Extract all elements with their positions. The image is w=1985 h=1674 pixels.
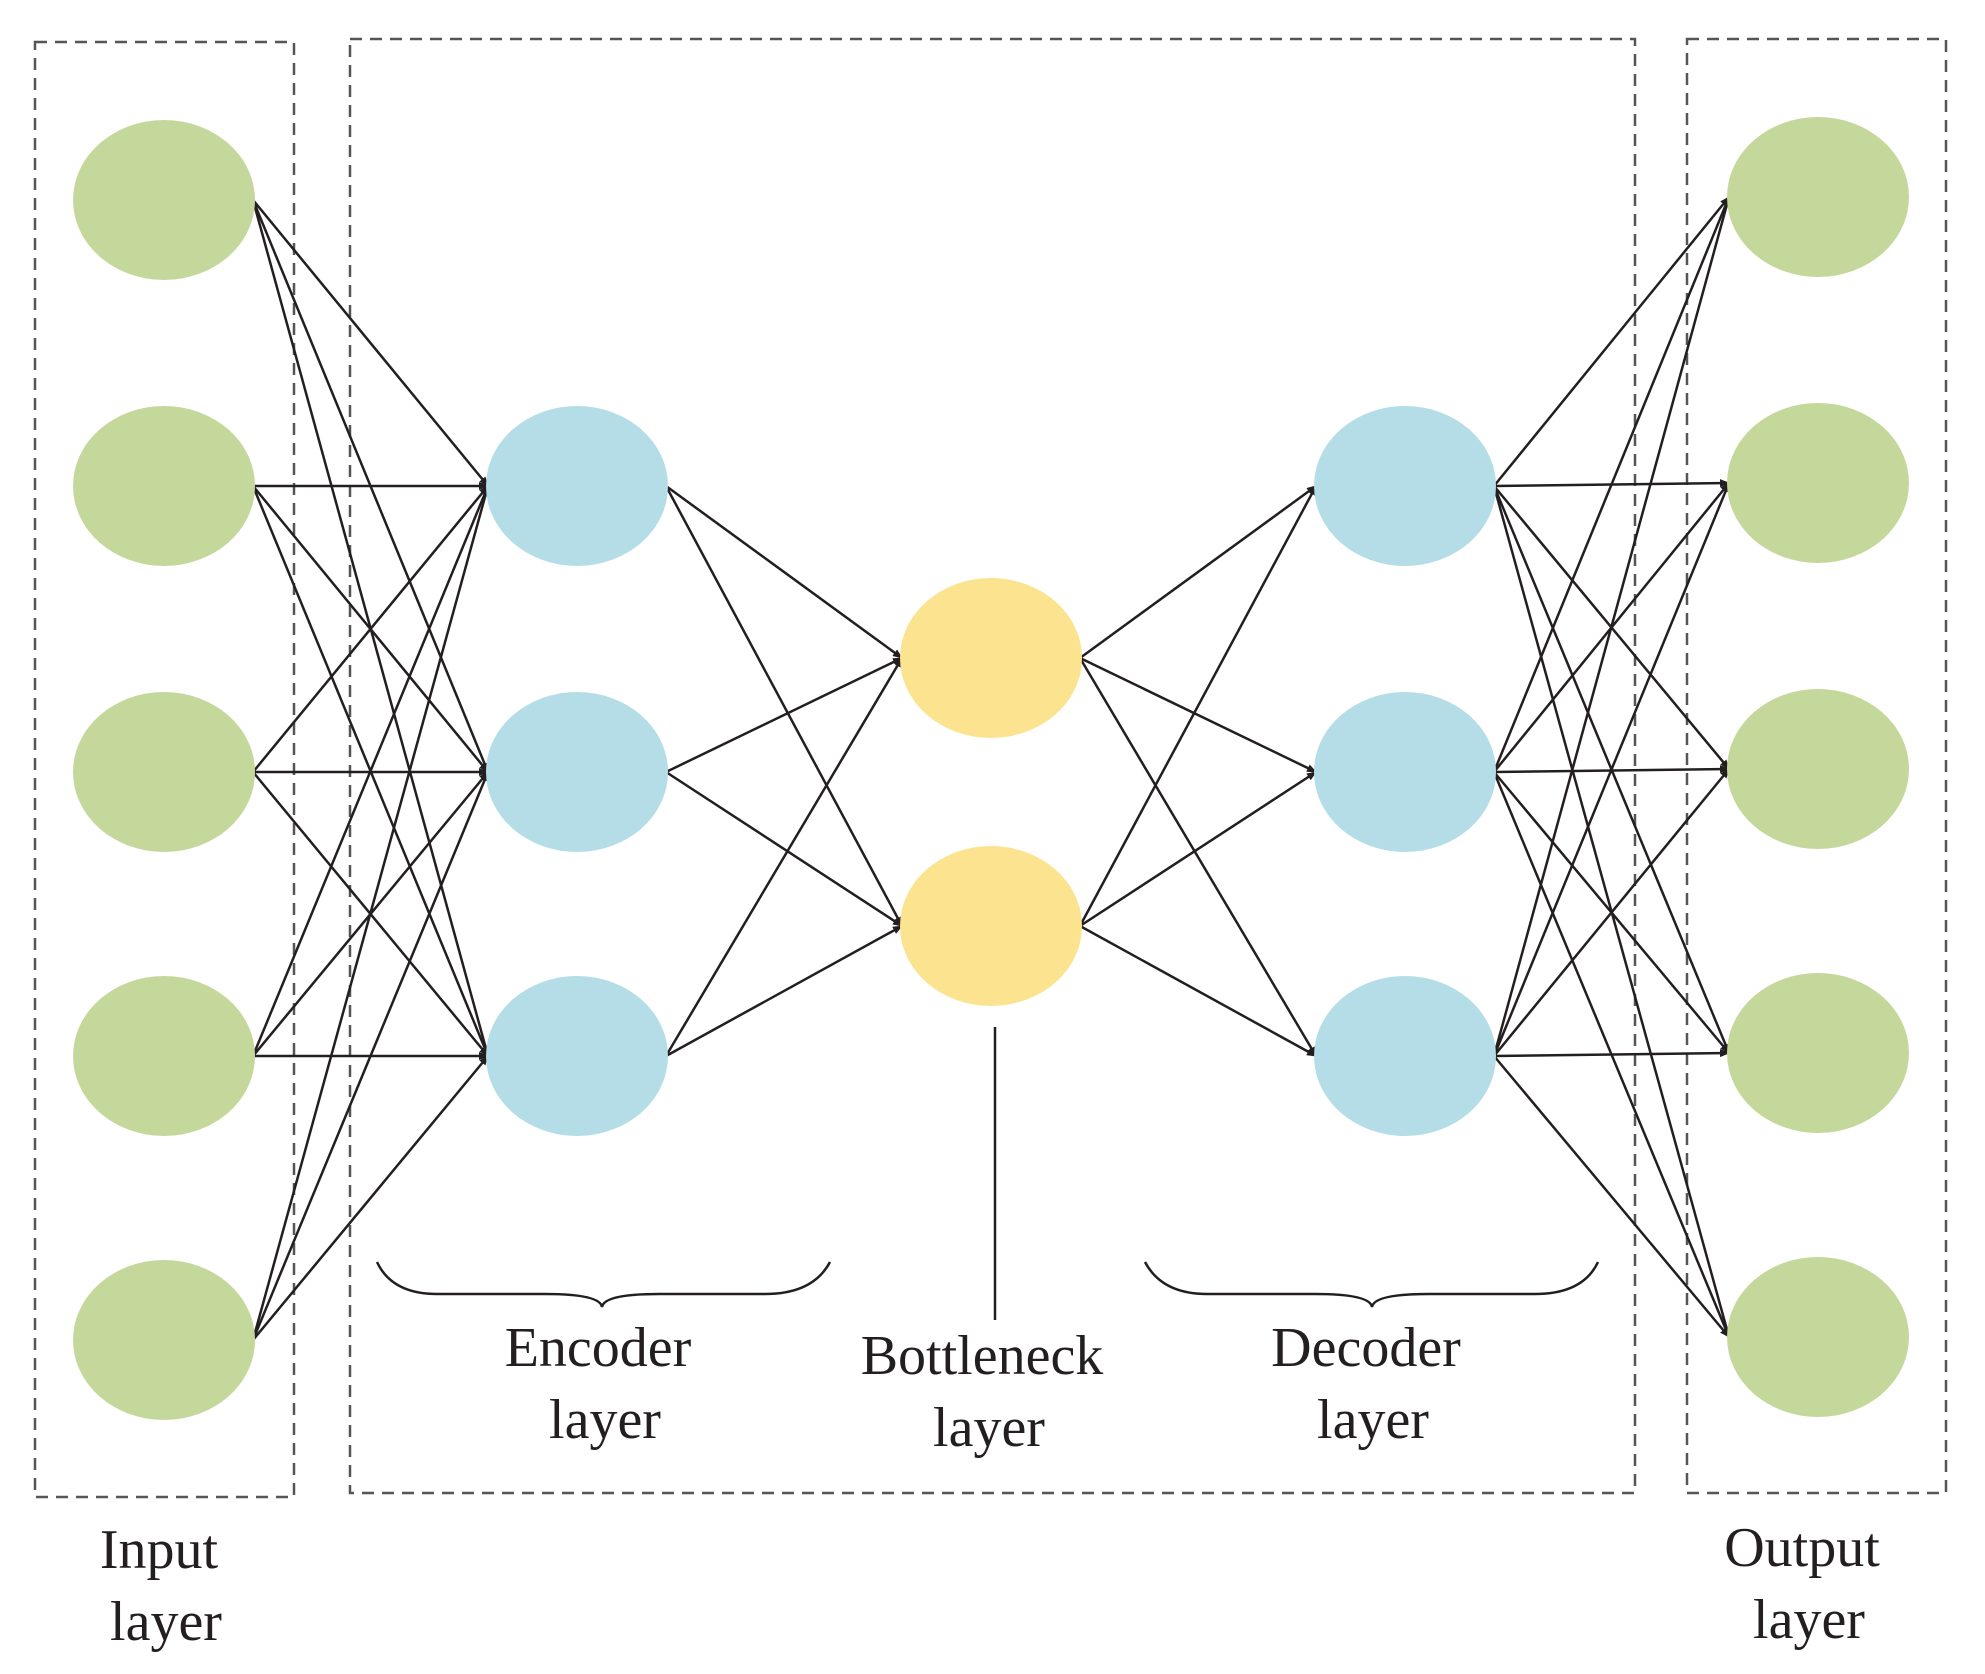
edge-input-5-to-encoder-3 <box>252 1055 489 1341</box>
decoder-brace <box>1143 1261 1600 1308</box>
output-node-2 <box>1727 403 1909 563</box>
edge-input-5-to-encoder-1 <box>251 485 490 1341</box>
decoder-node-3 <box>1314 976 1496 1136</box>
input-layer-label-line2: layer <box>110 1591 222 1653</box>
edge-decoder-3-to-output-3 <box>1493 768 1730 1057</box>
layer-nodes <box>73 117 1909 1420</box>
edge-decoder-3-to-output-4 <box>1493 1049 1730 1058</box>
edge-input-4-to-encoder-1 <box>251 485 490 1057</box>
decoder-layer-label: Decoder layer <box>1271 1317 1475 1451</box>
encoder-layer-label-line1: Encoder <box>505 1317 692 1379</box>
edge-input-3-to-encoder-1 <box>252 485 489 773</box>
decoder-node-2 <box>1314 692 1496 852</box>
input-layer-label-line1: Input <box>100 1519 219 1581</box>
output-layer-label-line2: layer <box>1753 1589 1865 1651</box>
input-layer-box <box>33 40 296 1499</box>
connection-edges <box>251 196 1731 1341</box>
decoder-node-1 <box>1314 406 1496 566</box>
edge-bottleneck-2-to-decoder-1 <box>1078 485 1318 927</box>
edge-decoder-1-to-output-1 <box>1493 196 1730 487</box>
edge-decoder-3-to-output-5 <box>1493 1055 1730 1338</box>
edge-encoder-1-to-bottleneck-1 <box>665 484 903 660</box>
encoder-layer-label: Encoder layer <box>505 1317 706 1451</box>
bottleneck-layer-label-line2: layer <box>933 1397 1045 1459</box>
edge-bottleneck-2-to-decoder-3 <box>1079 924 1317 1058</box>
bottleneck-node-1 <box>900 578 1082 738</box>
bottleneck-layer-label-line1: Bottleneck <box>861 1325 1104 1387</box>
input-layer-label: Input layer <box>100 1519 232 1653</box>
decoder-layer-label-line2: layer <box>1317 1389 1429 1451</box>
output-node-5 <box>1727 1257 1909 1417</box>
edge-decoder-2-to-output-1 <box>1492 196 1731 773</box>
encoder-node-1 <box>486 406 668 566</box>
edge-input-1-to-encoder-1 <box>252 199 489 487</box>
input-node-2 <box>73 406 255 566</box>
input-node-5 <box>73 1260 255 1420</box>
edge-encoder-2-to-bottleneck-1 <box>665 656 903 774</box>
output-node-3 <box>1727 689 1909 849</box>
edge-encoder-3-to-bottleneck-1 <box>664 657 904 1057</box>
output-layer-box <box>1685 37 1948 1495</box>
encoder-layer-label-line2: layer <box>549 1389 661 1451</box>
input-node-3 <box>73 692 255 852</box>
output-node-1 <box>1727 117 1909 277</box>
edge-encoder-2-to-bottleneck-2 <box>665 770 903 928</box>
edge-bottleneck-2-to-decoder-2 <box>1079 770 1317 928</box>
input-node-4 <box>73 976 255 1136</box>
edge-bottleneck-1-to-decoder-2 <box>1079 656 1317 774</box>
input-node-1 <box>73 120 255 280</box>
hidden-layers-box <box>348 37 1637 1495</box>
edge-encoder-3-to-bottleneck-2 <box>665 924 903 1058</box>
encoder-node-3 <box>486 976 668 1136</box>
output-layer-label-line1: Output <box>1724 1517 1880 1579</box>
encoder-node-2 <box>486 692 668 852</box>
encoder-brace <box>375 1261 832 1308</box>
edge-decoder-3-to-output-2 <box>1492 482 1731 1057</box>
edge-encoder-1-to-bottleneck-2 <box>664 485 904 927</box>
bottleneck-node-2 <box>900 846 1082 1006</box>
decoder-layer-label-line1: Decoder <box>1271 1317 1461 1379</box>
edge-bottleneck-1-to-decoder-1 <box>1079 484 1317 660</box>
edge-bottleneck-1-to-decoder-3 <box>1078 657 1318 1057</box>
bottleneck-layer-label: Bottleneck layer <box>861 1325 1118 1459</box>
edge-decoder-3-to-output-1 <box>1492 196 1731 1057</box>
output-layer-label: Output layer <box>1724 1517 1894 1651</box>
edge-input-5-to-encoder-2 <box>251 771 490 1341</box>
output-node-4 <box>1727 973 1909 1133</box>
